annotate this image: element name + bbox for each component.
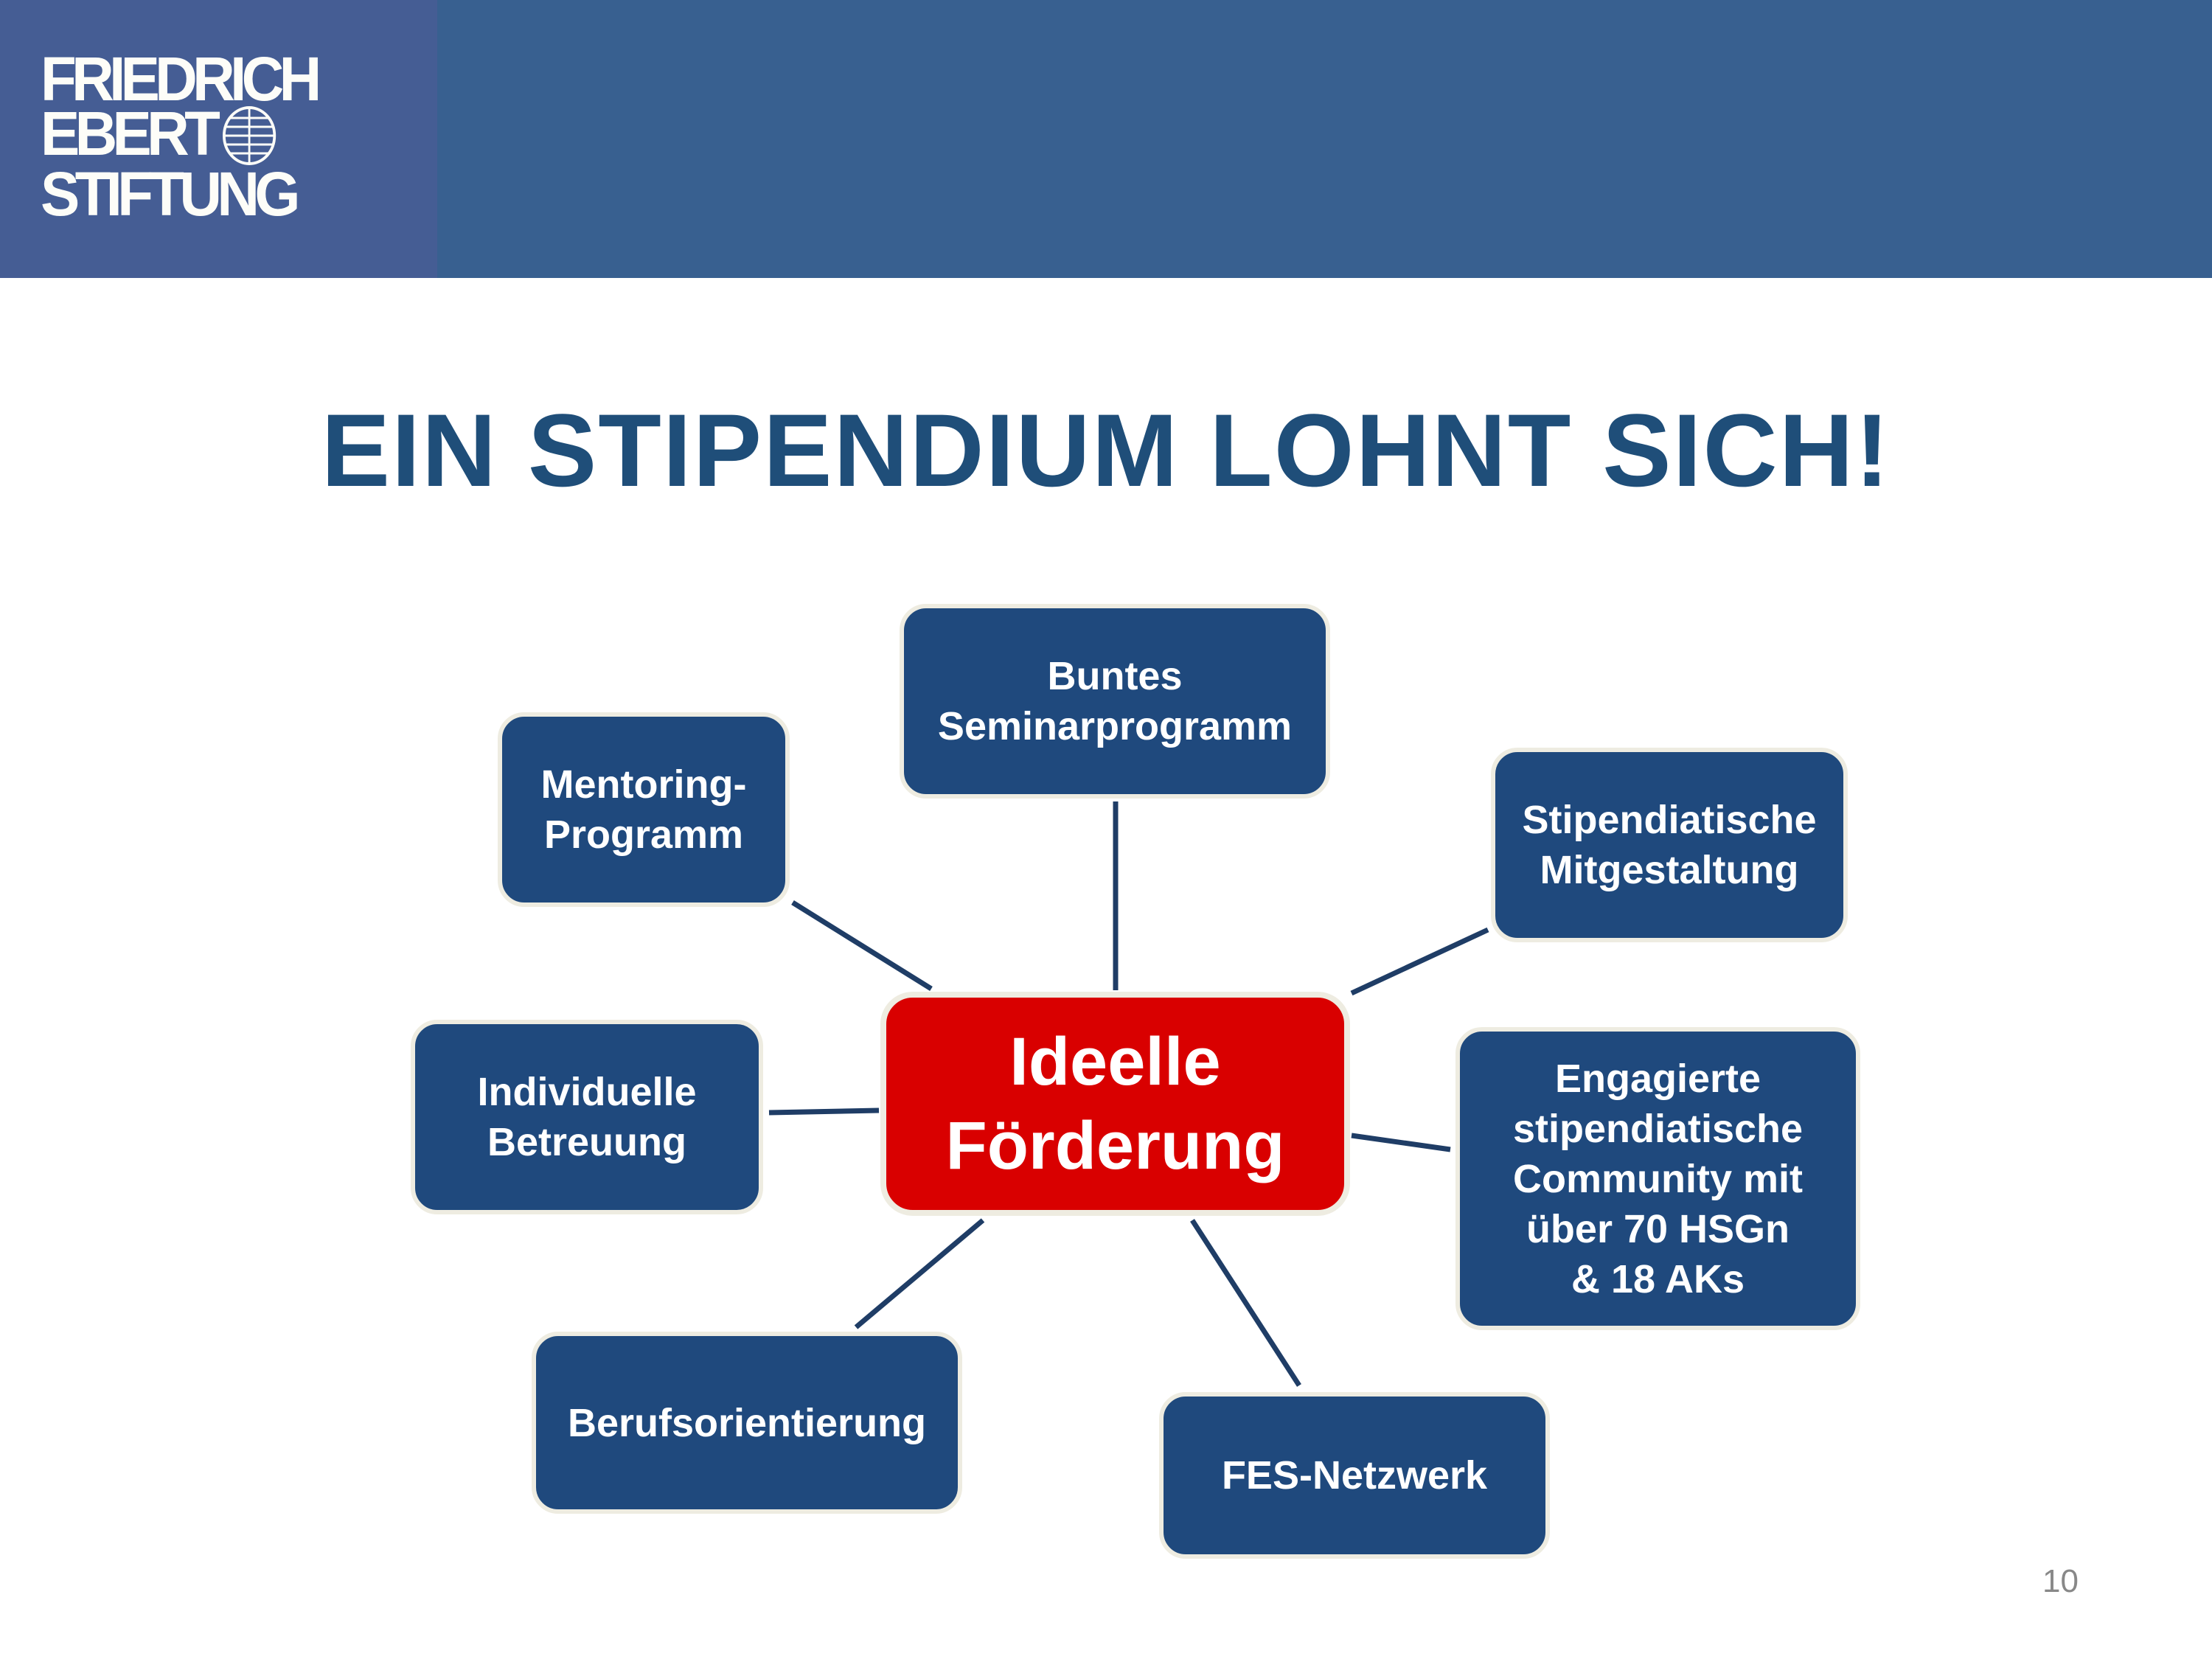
logo-line-2-text: EBERT [41, 99, 220, 168]
connector-mitgestaltung [1350, 927, 1489, 996]
fes-logo: FRIEDRICH EBERT STIFTUNG [41, 44, 321, 229]
slide-title: EIN STIPENDIUM LOHNT SICH! [321, 392, 1891, 508]
node-mentoring: Mentoring- Programm [498, 712, 790, 907]
header-bar: FRIEDRICH EBERT STIFTUNG [0, 0, 2212, 278]
logo-line-3: STIFTUNG [41, 159, 300, 229]
logo-line-1: FRIEDRICH [41, 44, 321, 114]
node-betreuung: Individuelle Betreuung [411, 1020, 763, 1214]
node-mitgestaltung: Stipendiatische Mitgestaltung [1491, 748, 1848, 942]
node-berufsorientierung: Berufsorientierung [532, 1332, 962, 1514]
node-fes-netzwerk: FES-Netzwerk [1159, 1392, 1550, 1559]
connector-mentoring [791, 900, 933, 991]
logo-panel: FRIEDRICH EBERT STIFTUNG [0, 0, 437, 278]
connector-beruf [854, 1218, 985, 1329]
node-seminarprogramm: Buntes Seminarprogramm [900, 604, 1330, 799]
logo-line-2: EBERT [41, 102, 317, 167]
connector-netzwerk [1190, 1219, 1301, 1387]
node-community: Engagierte stipendiatische Community mit… [1455, 1027, 1860, 1330]
connector-betreuung [768, 1107, 880, 1116]
connector-community [1351, 1133, 1451, 1152]
page-number: 10 [2042, 1563, 2079, 1599]
node-ideelle-foerderung: Ideelle Förderung [880, 992, 1350, 1216]
globe-icon [222, 106, 276, 165]
